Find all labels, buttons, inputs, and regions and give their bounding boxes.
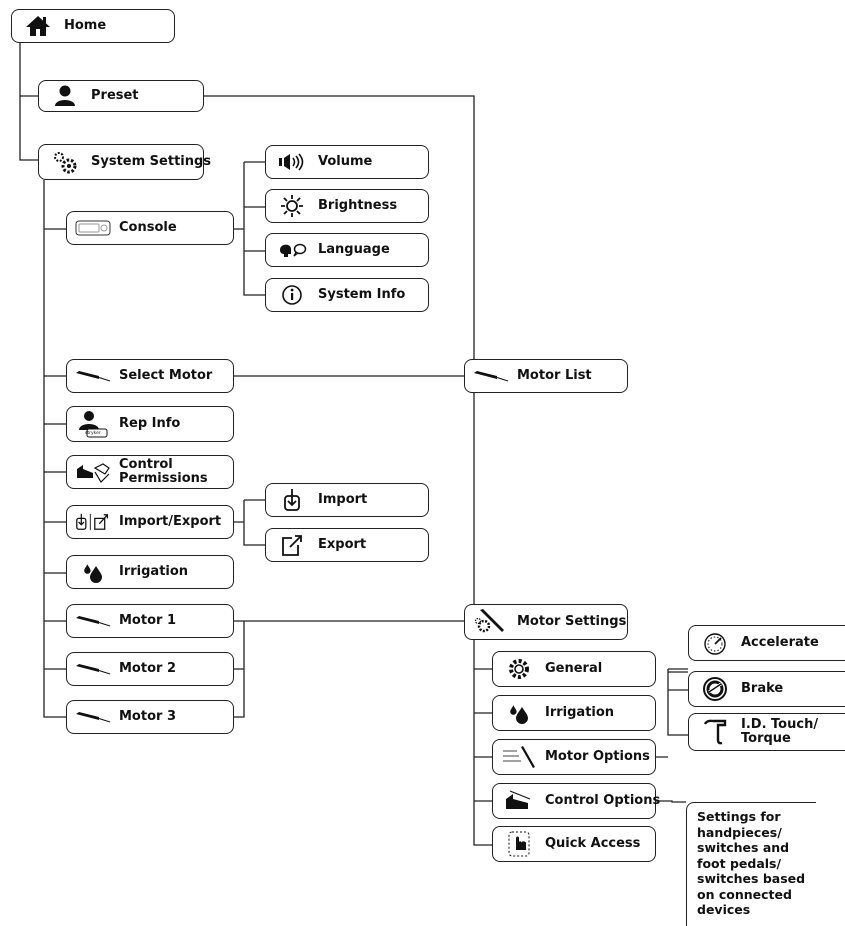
motor-settings-label: Motor Settings [517, 614, 627, 629]
handpiece-icon [75, 609, 111, 633]
rep-user-icon [75, 411, 111, 438]
id-touch-torque-node[interactable]: I.D. Touch/ Torque [688, 713, 845, 751]
motor-list-label: Motor List [517, 368, 592, 383]
brightness-label: Brightness [318, 198, 398, 213]
handpiece-icon [473, 364, 509, 388]
brake-label: Brake [741, 681, 784, 696]
import-label: Import [318, 492, 368, 507]
console-node[interactable]: Console [66, 211, 234, 245]
motor-3-label: Motor 3 [119, 709, 176, 724]
console-icon [75, 216, 111, 240]
speech-icon [274, 238, 310, 262]
home-label: Home [64, 18, 107, 33]
export-label: Export [318, 537, 367, 552]
import-icon [274, 488, 310, 512]
motor-options-label: Motor Options [545, 749, 650, 764]
import-export-icon [75, 510, 111, 534]
rep-info-node[interactable]: Rep Info stryker [66, 406, 234, 442]
touch-icon [501, 831, 537, 857]
sun-icon [274, 194, 310, 218]
home-node[interactable]: Home [11, 9, 175, 43]
drops-icon [75, 560, 111, 584]
motor-2-label: Motor 2 [119, 661, 176, 676]
brightness-node[interactable]: Brightness [265, 189, 429, 223]
control-permissions-label: Control Permissions [119, 457, 208, 486]
motor-irrigation-label: Irrigation [545, 705, 615, 720]
motor-1-label: Motor 1 [119, 613, 176, 628]
motor-3-node[interactable]: Motor 3 [66, 700, 234, 734]
id-touch-torque-label: I.D. Touch/ Torque [741, 717, 819, 746]
gears-icon [47, 150, 83, 174]
drops-icon [501, 701, 537, 725]
gear-icon [501, 657, 537, 681]
import-node[interactable]: Import [265, 483, 429, 517]
motor-2-node[interactable]: Motor 2 [66, 652, 234, 686]
handpiece-icon [75, 657, 111, 681]
tau-icon [697, 719, 733, 745]
motor-settings-node[interactable]: Motor Settings [464, 604, 628, 640]
brake-icon [697, 677, 733, 701]
motor-irrigation-node[interactable]: Irrigation [492, 695, 656, 731]
preset-label: Preset [91, 88, 139, 103]
export-node[interactable]: Export [265, 528, 429, 562]
motor-options-node[interactable]: Motor Options [492, 739, 656, 775]
general-node[interactable]: General [492, 651, 656, 687]
user-icon [47, 84, 83, 108]
export-icon [274, 533, 310, 557]
accelerate-label: Accelerate [741, 635, 819, 650]
handpiece-icon [75, 705, 111, 729]
control-options-label: Control Options [545, 793, 661, 808]
language-node[interactable]: Language [265, 233, 429, 267]
import-export-label: Import/Export [119, 514, 222, 529]
motor-gear-icon [473, 609, 509, 634]
control-options-node[interactable]: Control Options [492, 783, 660, 819]
stryker-badge: stryker [85, 431, 101, 436]
accelerate-node[interactable]: Accelerate [688, 625, 845, 661]
motor-1-node[interactable]: Motor 1 [66, 604, 234, 638]
irrigation-node[interactable]: Irrigation [66, 555, 234, 589]
console-label: Console [119, 220, 177, 235]
pedal-icon [501, 789, 537, 813]
speaker-icon [274, 150, 310, 174]
brake-node[interactable]: Brake [688, 671, 845, 707]
motor-list-node[interactable]: Motor List [464, 359, 628, 393]
control-permissions-node[interactable]: Control Permissions [66, 455, 234, 489]
preset-node[interactable]: Preset [38, 80, 204, 112]
rep-info-label: Rep Info [119, 416, 181, 431]
volume-label: Volume [318, 154, 373, 169]
language-label: Language [318, 242, 390, 257]
general-label: General [545, 661, 603, 676]
home-icon [20, 14, 56, 38]
control-options-note: Settings for handpieces/ switches and fo… [686, 802, 816, 926]
import-export-node[interactable]: Import/Export [66, 505, 234, 539]
system-settings-label: System Settings [91, 154, 212, 169]
select-motor-label: Select Motor [119, 368, 213, 383]
system-settings-node[interactable]: System Settings [38, 144, 211, 180]
select-motor-node[interactable]: Select Motor [66, 359, 234, 393]
system-info-node[interactable]: System Info [265, 278, 429, 312]
motor-options-icon [501, 745, 537, 769]
irrigation-label: Irrigation [119, 564, 189, 579]
info-icon [274, 283, 310, 307]
system-info-label: System Info [318, 287, 406, 302]
volume-node[interactable]: Volume [265, 145, 429, 179]
quick-access-label: Quick Access [545, 836, 641, 851]
quick-access-node[interactable]: Quick Access [492, 826, 656, 862]
gauge-icon [697, 631, 733, 655]
handpiece-icon [75, 364, 111, 388]
pedal-permission-icon [75, 460, 111, 484]
